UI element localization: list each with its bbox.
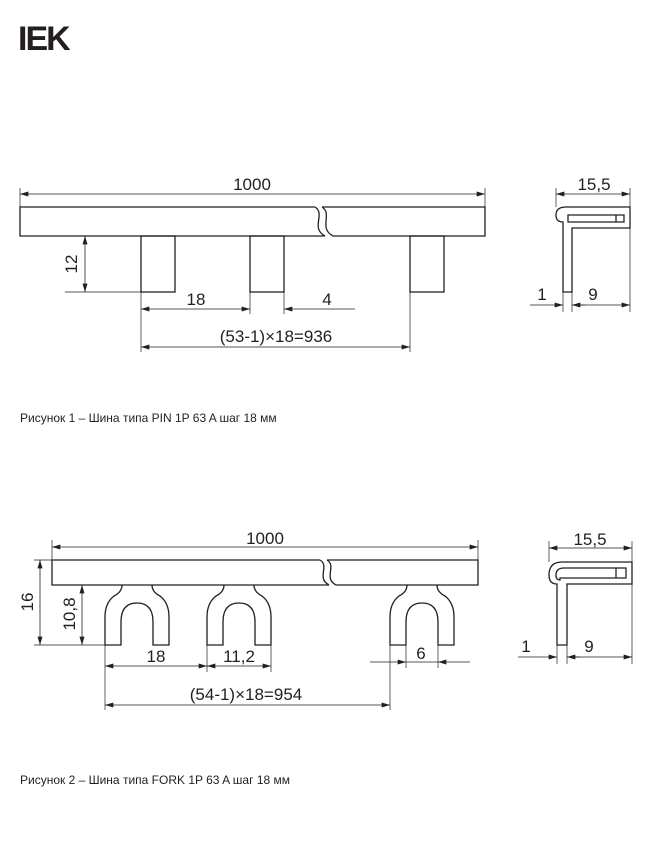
fig1-profile bbox=[555, 206, 631, 293]
fig2-side-depth-label: 9 bbox=[584, 637, 593, 656]
fig1-pin-height-label: 12 bbox=[62, 255, 81, 274]
fig1-break-left bbox=[314, 206, 326, 237]
fig1-side-thickness-label: 1 bbox=[537, 285, 546, 304]
fig1-side-depth-label: 9 bbox=[588, 285, 597, 304]
fig2-side-width-label: 15,5 bbox=[573, 530, 606, 549]
fig2-fork-height-label: 10,8 bbox=[60, 597, 79, 630]
fig1-gap-label: 4 bbox=[322, 290, 331, 309]
fig1-pitch-label: 18 bbox=[187, 290, 206, 309]
fig1-formula-label: (53-1)×18=936 bbox=[220, 327, 332, 346]
figure2-front-view: 1000 16 10,8 18 11,2 6 (54-1)×18=954 bbox=[18, 529, 479, 710]
figure1-front-view: 1000 12 18 4 (53-1)×18=936 bbox=[19, 175, 486, 352]
figure1-side-view: 15,5 1 9 bbox=[530, 175, 631, 312]
fig1-bar-left bbox=[19, 206, 325, 237]
fig2-profile bbox=[548, 561, 633, 646]
fig2-fork-width-label: 11,2 bbox=[223, 647, 255, 666]
fig2-slot-label: 6 bbox=[416, 644, 425, 663]
fig1-pin-2 bbox=[249, 235, 285, 293]
fig1-length-label: 1000 bbox=[233, 175, 271, 194]
fig2-bar-right bbox=[327, 559, 479, 586]
fig2-formula-label: (54-1)×18=954 bbox=[190, 685, 302, 704]
fig2-pitch-label: 18 bbox=[147, 647, 166, 666]
fig2-break-right bbox=[326, 559, 337, 586]
fig2-side-thickness-label: 1 bbox=[521, 637, 530, 656]
fig1-pin-1 bbox=[140, 235, 176, 293]
fig1-bar-right bbox=[322, 206, 486, 237]
fig2-fork-2 bbox=[206, 584, 272, 646]
fig2-caption: Рисунок 2 – Шина типа FORK 1P 63 A шаг 1… bbox=[20, 773, 290, 787]
fig2-length-label: 1000 bbox=[246, 529, 284, 548]
fig2-fork-1 bbox=[104, 584, 170, 646]
fig1-caption: Рисунок 1 – Шина типа PIN 1P 63 A шаг 18… bbox=[20, 411, 277, 425]
fig2-break-left bbox=[319, 559, 330, 586]
fig1-break-right bbox=[321, 206, 334, 237]
fig2-bar-left bbox=[51, 559, 329, 586]
fig2-fork-3 bbox=[389, 584, 455, 646]
brand-logo: IEK bbox=[18, 20, 71, 58]
fig1-side-width-label: 15,5 bbox=[577, 175, 610, 194]
figure2-side-view: 15,5 1 9 bbox=[518, 530, 633, 664]
fig2-total-height-label: 16 bbox=[18, 593, 37, 612]
fig1-pin-3 bbox=[409, 235, 445, 293]
